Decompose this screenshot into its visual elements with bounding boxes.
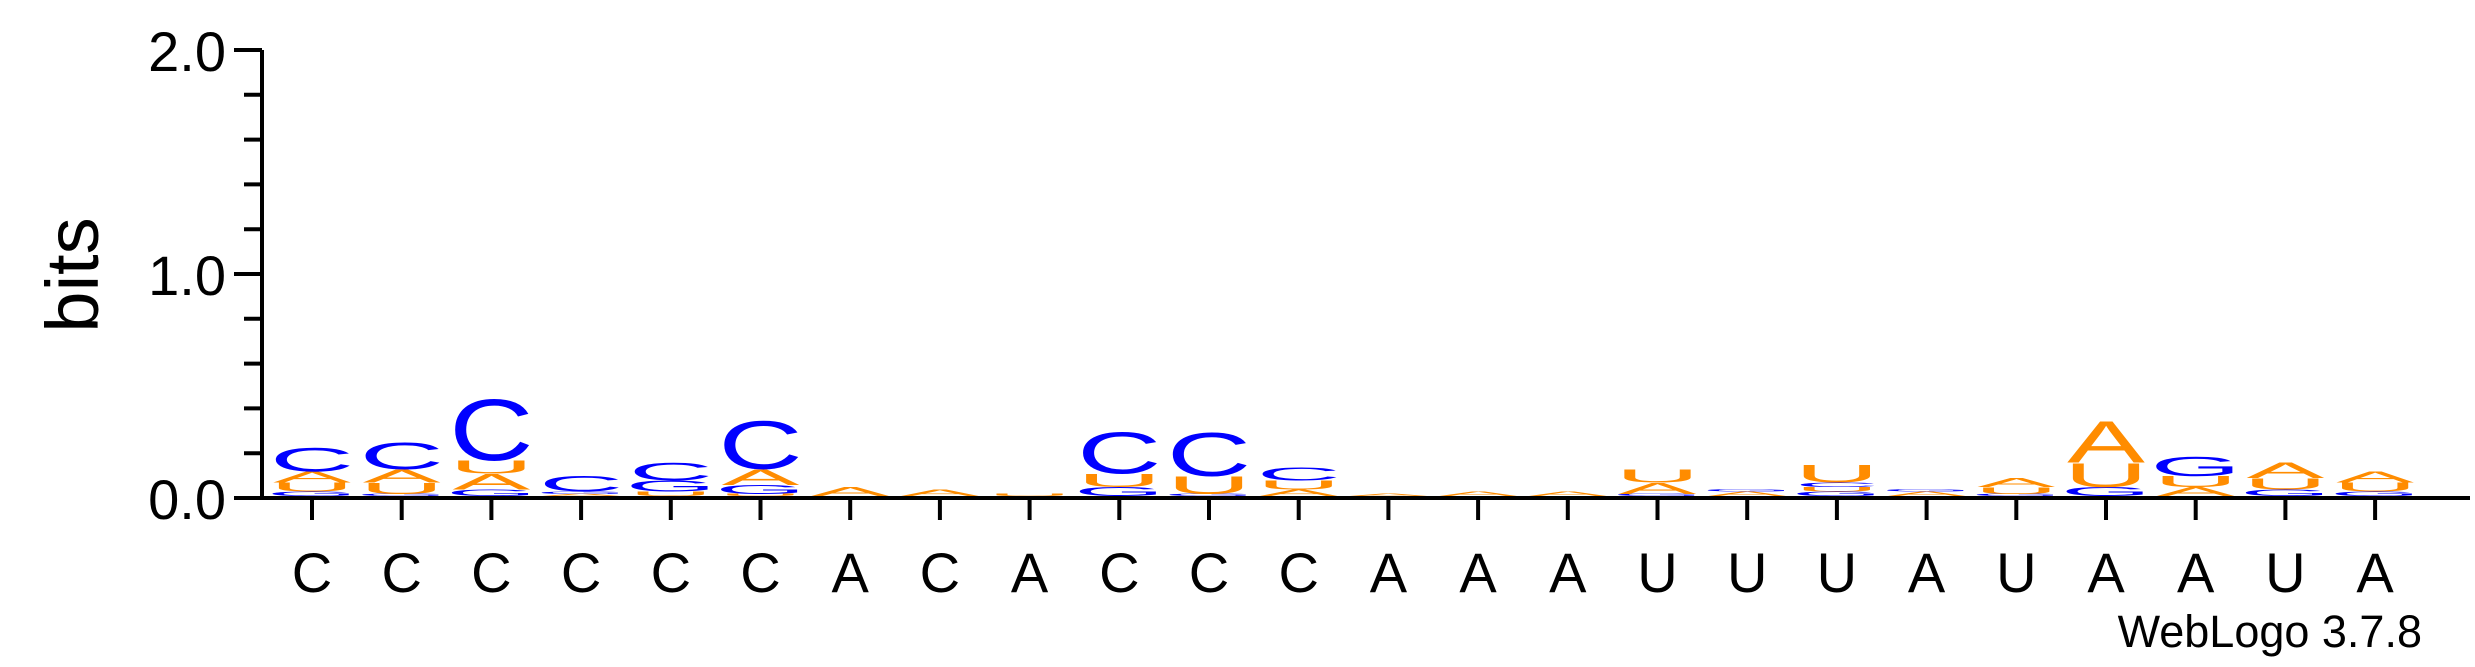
x-tick-label: A (832, 541, 870, 604)
logo-letter-G: G (536, 491, 627, 494)
x-tick-label: U (1996, 541, 2036, 604)
logo-letter-G: G (2150, 450, 2241, 482)
logo-letter-A: A (1529, 490, 1607, 497)
x-tick-label: C (471, 541, 511, 604)
logo-letter-U: U (987, 493, 1071, 496)
logo-letter-A: A (2157, 485, 2236, 499)
x-tick-label: A (2087, 541, 2125, 604)
logo-letter-G: G (715, 482, 806, 496)
logo-letter-G: G (1612, 493, 1703, 496)
y-tick-label: 0.0 (148, 468, 226, 531)
logo-letter-U: U (718, 493, 802, 496)
logo-letter-A: A (1349, 493, 1427, 496)
logo-letter-A: A (2246, 458, 2324, 483)
x-tick-label: A (2177, 541, 2215, 604)
y-ticks: 0.0 1.0 2.0 (148, 20, 262, 531)
logo-letter-A: A (1260, 487, 1339, 498)
logo-letter-C: C (1795, 481, 1879, 488)
logo-letter-U: U (1795, 486, 1879, 493)
logo-letter-A: A (2067, 408, 2145, 475)
logo-letter-G: G (2061, 485, 2152, 499)
logo-letter-C: C (270, 441, 354, 479)
logo-letter-U: U (1615, 465, 1699, 486)
logo-letter-G: G (2240, 487, 2331, 498)
logo-letter-G: G (1702, 489, 1793, 492)
logo-letter-A: A (1619, 480, 1697, 497)
logo-letter-G: G (1164, 493, 1255, 496)
logo-letter-U: U (1257, 478, 1341, 492)
logo-letter-A: A (363, 465, 441, 486)
logo-letter-C: C (1077, 420, 1161, 487)
logo-letter-A: A (1977, 476, 2056, 490)
logo-letter-U: U (629, 490, 713, 497)
logo-letter-U: U (2333, 480, 2417, 494)
x-tick-label: C (292, 541, 332, 604)
logo-letter-G: G (1792, 490, 1883, 497)
x-tick-label: C (651, 541, 691, 604)
logo-letter-U: U (2064, 456, 2148, 494)
logo-letter-A: A (901, 487, 980, 498)
logo-letter-U: U (1077, 470, 1161, 491)
logo-letter-U: U (1974, 485, 2058, 496)
logo-letter-C: C (1257, 463, 1341, 484)
logo-letter-G: G (446, 487, 537, 498)
x-tick-label: A (1549, 541, 1587, 604)
weblogo-credit: WebLogo 3.7.8 (2118, 606, 2422, 657)
logo-letter-U: U (449, 457, 533, 478)
logo-letter-U: U (1167, 471, 1251, 499)
logo-letter-U: U (2243, 475, 2327, 492)
logo-letter-U: U (270, 480, 354, 494)
logo-letter-C: C (360, 436, 444, 478)
logo-letter-A: A (273, 468, 351, 485)
logo-letter-G: G (356, 493, 447, 496)
logo-letter-C: C (449, 381, 533, 479)
logo-letter-G: G (1971, 493, 2062, 496)
logo-letter-A: A (1439, 490, 1517, 497)
x-tick-label: U (1637, 541, 1677, 604)
logo-letter-G: G (625, 477, 716, 494)
logo-letter-G: G (1881, 489, 1972, 492)
y-axis-title: bits (31, 217, 114, 332)
logo-letter-A: A (542, 493, 620, 496)
x-tick-label: C (561, 541, 601, 604)
x-tick-label: A (1459, 541, 1497, 604)
x-tick-label: A (2356, 541, 2394, 604)
logo-letter-A: A (2336, 468, 2414, 485)
logo-letter-A: A (452, 469, 530, 494)
logo-letter-A: A (1888, 490, 1966, 497)
logo-letter-C: C (1167, 419, 1251, 489)
logo-letter-G: G (1074, 485, 1165, 499)
y-tick-label: 2.0 (148, 20, 226, 83)
logo-letter-A: A (811, 485, 890, 499)
logo-letter-U: U (2154, 473, 2238, 490)
x-tick-label: U (2265, 541, 2305, 604)
x-tick-label: A (1908, 541, 1946, 604)
logo-letter-G: G (267, 490, 358, 497)
logo-letter-U: U (1795, 460, 1879, 488)
x-tick-label: C (1189, 541, 1229, 604)
x-tick-label: U (1817, 541, 1857, 604)
x-tick-label: C (1099, 541, 1139, 604)
logo-letter-A: A (722, 465, 800, 490)
x-tick-label: C (1278, 541, 1318, 604)
logo-letter-A: A (1708, 490, 1786, 497)
logo-letter-C: C (539, 472, 623, 497)
logo-letter-U: U (360, 480, 444, 497)
logo-letter-C: C (629, 458, 713, 486)
x-tick-label: C (381, 541, 421, 604)
y-tick-label: 1.0 (148, 244, 226, 307)
x-tick-label: A (1011, 541, 1049, 604)
x-tick-label: C (920, 541, 960, 604)
logo-letter-G: G (2330, 490, 2421, 497)
x-tick-label: A (1370, 541, 1408, 604)
logo-letter-C: C (718, 407, 802, 484)
x-tick-label: U (1727, 541, 1767, 604)
x-tick-label: C (740, 541, 780, 604)
